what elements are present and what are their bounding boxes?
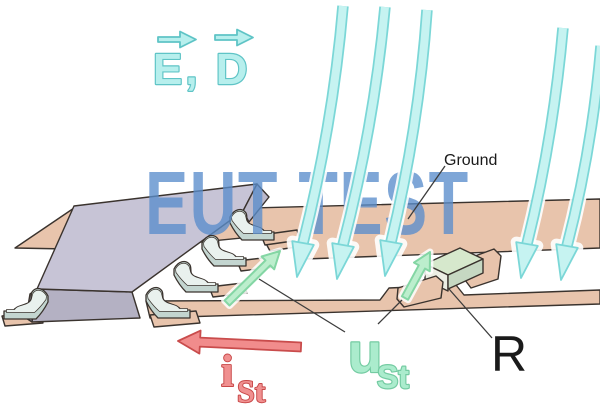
disturbance-voltage-arrows: [221, 247, 434, 309]
field-arrow: [510, 20, 571, 284]
i-st-label: i St: [220, 344, 267, 404]
ground-label: Ground: [444, 152, 497, 169]
r-leader: [448, 288, 493, 339]
svg-text:St: St: [377, 359, 409, 395]
svg-text:St: St: [237, 373, 266, 404]
field-arrow: [286, 0, 351, 283]
ground-leader: [407, 165, 446, 220]
r-label: R: [491, 326, 527, 382]
vector-arrow-icon: [214, 28, 254, 47]
field-arrow: [374, 2, 435, 282]
u-st-arrow: [400, 251, 431, 301]
field-vector-label-group: E, D: [152, 28, 254, 95]
u-st-label: u St: [347, 320, 411, 396]
pcb-trace: [145, 284, 600, 319]
i-st-arrow: [177, 329, 303, 355]
svg-text:i: i: [221, 345, 234, 396]
field-arrow: [326, 0, 393, 285]
field-vector-label: E, D: [153, 45, 251, 94]
svg-text:u: u: [348, 321, 382, 384]
field-arrow: [550, 38, 600, 286]
u-leader-2: [377, 299, 403, 325]
vector-arrow-icon: [157, 30, 197, 49]
u-leader-1: [258, 278, 346, 333]
field-lines: [286, 0, 600, 286]
leader-lines: [258, 165, 493, 339]
u-st-arrow: [223, 250, 281, 307]
ic-pin: [173, 260, 219, 293]
